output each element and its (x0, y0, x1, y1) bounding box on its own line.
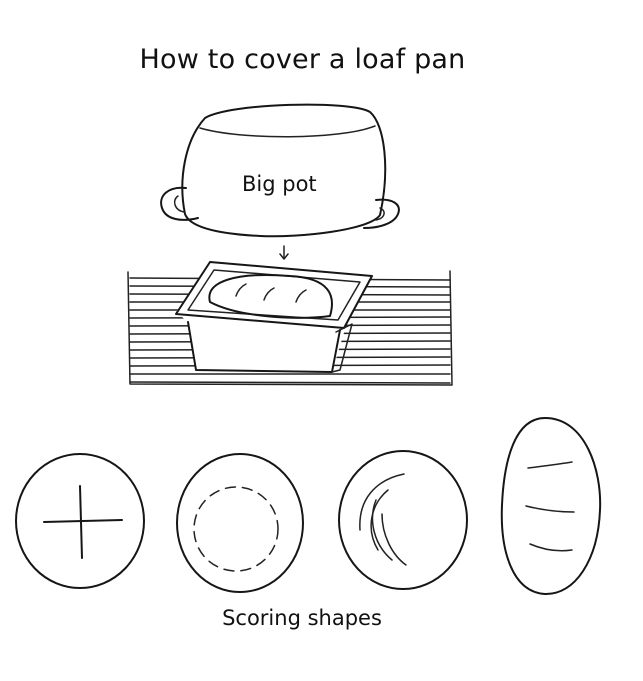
cross-score-icon (15, 453, 145, 589)
oval-loaf-score-icon (500, 417, 602, 596)
big-pot-icon (160, 103, 400, 238)
page-title: How to cover a loaf pan (139, 44, 466, 75)
down-arrow-icon (279, 245, 289, 260)
loaf-pan-icon (175, 261, 373, 373)
big-pot-label: Big pot (242, 172, 317, 196)
spiral-score-icon (338, 450, 468, 590)
scoring-shapes-caption: Scoring shapes (222, 606, 382, 630)
dashed-circle-score-icon (176, 453, 304, 593)
